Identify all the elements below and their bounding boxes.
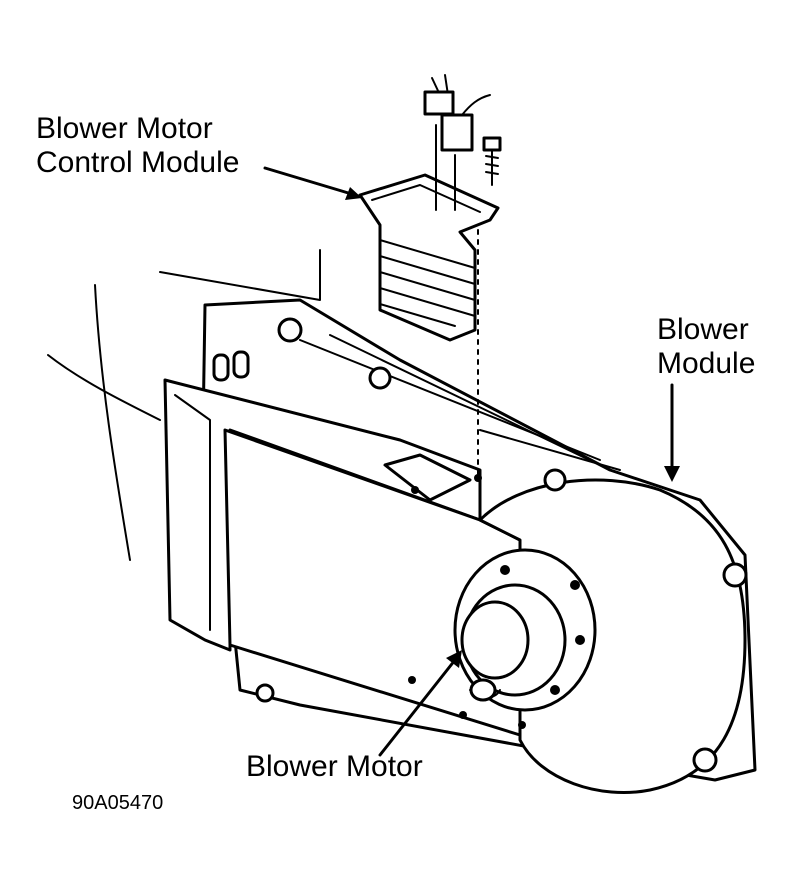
harness-connector-lower <box>440 113 474 152</box>
flange-bolts <box>255 317 748 773</box>
leader-arrows <box>263 166 680 757</box>
blower-inlet-duct <box>163 378 522 737</box>
module-opening <box>383 453 482 502</box>
mounting-studs <box>212 350 250 382</box>
blower-module-label-line1: Blower <box>657 313 749 346</box>
control-module-label-line1: Blower Motor <box>36 112 213 145</box>
mounting-screw <box>477 136 502 476</box>
harness-connector-upper <box>423 90 455 116</box>
figure-id: 90A05470 <box>72 792 164 814</box>
dashboard-outline <box>47 249 321 561</box>
blower-motor-label: Blower Motor <box>246 750 423 783</box>
wiring-connectors <box>423 74 491 211</box>
blower-scroll-housing <box>453 478 747 795</box>
control-module <box>358 173 500 342</box>
control-module-label-line2: Control Module <box>36 146 240 179</box>
blower-module-label-line2: Module <box>657 347 756 380</box>
blower-motor-hub <box>460 583 567 702</box>
